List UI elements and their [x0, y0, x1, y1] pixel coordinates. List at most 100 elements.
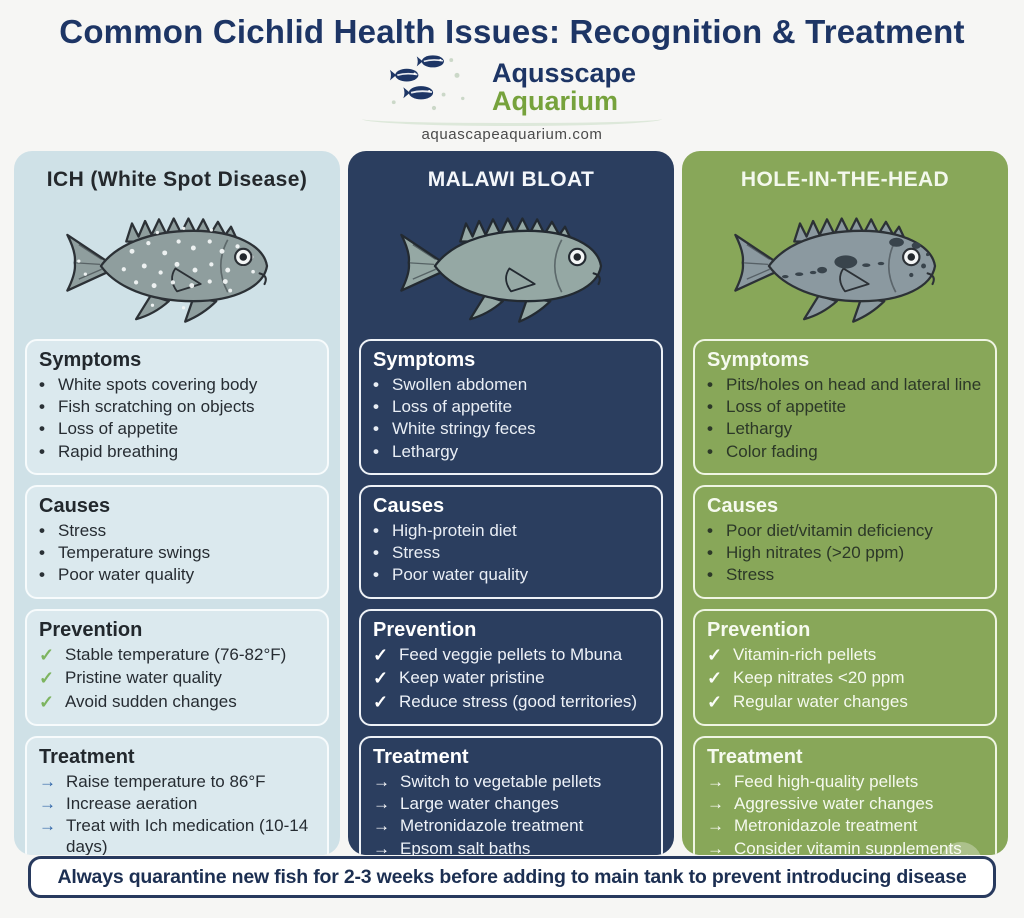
check-icon: ✓ [39, 644, 55, 665]
item-text: White stringy feces [392, 419, 536, 439]
item-text: Raise temperature to 86°F [66, 772, 266, 791]
section-symptoms: Symptoms • White spots covering body •Fish … [25, 339, 329, 475]
list-item: •Rapid breathing [39, 442, 315, 463]
list-item: •Loss of appetite [707, 397, 983, 418]
item-text: High nitrates (>20 ppm) [726, 543, 905, 563]
item-text: Lethargy [726, 419, 793, 439]
logo-brand-line1: Aqusscape [491, 57, 637, 88]
list-item: • Pits/holes on head and lateral line [707, 375, 983, 396]
item-text: Swollen abdomen [392, 375, 528, 394]
section-causes: Causes•Poor diet/vitamin deficiency•High… [693, 484, 997, 599]
check-icon: ✓ [39, 691, 55, 712]
list-item: •Fish scratching on objects [39, 397, 315, 418]
section-symptoms: Symptoms•Swollen abdomen•Loss of appetit… [359, 339, 663, 475]
section-heading: Prevention [707, 618, 811, 641]
arrow-icon: → [707, 794, 724, 814]
list-item: → Increase aeration [39, 794, 315, 815]
list-item: • Swollen abdomen [373, 375, 649, 396]
list-item: •Color fading [707, 442, 983, 463]
item-text: Stable temperature (76-82°F) [65, 644, 287, 664]
bullet-icon: • [373, 543, 379, 563]
section-prevention: Prevention✓Vitamin-rich pellets✓Keep nit… [693, 608, 997, 726]
arrow-icon: → [39, 816, 56, 836]
logo-brand-line2: Aquarium [491, 86, 618, 116]
item-text: High-protein diet [392, 520, 517, 540]
item-text: Reduce stress (good territories) [399, 691, 638, 711]
check-icon: ✓ [707, 691, 723, 712]
bullet-icon: • [39, 419, 45, 439]
check-icon: ✓ [373, 691, 389, 712]
section-heading: Causes [39, 494, 111, 517]
list-item: ✓Keep nitrates <20 ppm [707, 668, 983, 690]
list-item: ✓Pristine water quality [39, 668, 315, 690]
bullet-icon: • [39, 520, 45, 540]
check-icon: ✓ [707, 644, 723, 665]
bullet-icon: • [373, 375, 379, 394]
arrow-icon: → [39, 794, 56, 814]
arrow-icon: → [39, 772, 56, 791]
item-text: Temperature swings [58, 543, 211, 563]
item-text: Feed veggie pellets to Mbuna [399, 644, 623, 664]
list-item: ✓Vitamin-rich pellets [707, 645, 983, 667]
item-text: Metronidazole treatment [734, 816, 918, 836]
list-item: →Consider vitamin supplements [707, 839, 983, 855]
item-text: Treat with Ich medication (10-14 days) [66, 816, 309, 855]
bullet-icon: • [707, 375, 713, 394]
arrow-icon: → [373, 816, 390, 836]
item-text: Pristine water quality [65, 668, 222, 688]
item-text: Lethargy [392, 441, 459, 461]
item-text: Keep nitrates <20 ppm [733, 668, 905, 688]
list-item: → Raise temperature to 86°F [39, 772, 315, 793]
fish-icon [389, 68, 419, 81]
logo: Aqusscape Aquarium [0, 54, 1024, 126]
item-text: White spots covering body [58, 375, 258, 394]
footer-text: Always quarantine new fish for 2-3 weeks… [57, 865, 967, 888]
item-text: Pits/holes on head and lateral line [726, 375, 982, 394]
arrow-icon: → [373, 794, 390, 814]
footer-banner: Always quarantine new fish for 2-3 weeks… [28, 856, 996, 898]
check-icon: ✓ [373, 668, 389, 689]
section-symptoms: Symptoms • Pits/holes on head and lateral … [693, 339, 997, 475]
section-causes: Causes•High-protein diet•Stress•Poor wat… [359, 484, 663, 599]
list-item: ✓ Reduce stress (good territories) [373, 692, 649, 714]
list-item: •High-protein diet [373, 521, 649, 542]
item-text: Loss of appetite [392, 397, 513, 417]
bullet-icon: • [707, 565, 713, 585]
section-treatment: Treatment→Raise temperature to 86°F→Incr… [25, 736, 329, 855]
item-text: Feed high-quality pellets [734, 772, 919, 791]
fish-illustration-hole-in-the-head [693, 194, 997, 329]
item-text: Metronidazole treatment [400, 816, 584, 836]
item-text: Avoid sudden changes [65, 691, 237, 711]
columns-container: ICH (White Spot Disease) Symptoms • White s… [0, 143, 1024, 855]
section-heading: Prevention [39, 618, 143, 641]
section-heading: Treatment [373, 746, 469, 768]
item-text: Rapid breathing [58, 441, 179, 461]
bubble-icons [391, 57, 465, 110]
bullet-icon: • [707, 419, 713, 439]
arrow-icon: → [373, 838, 390, 855]
column-title: MALAWI BLOAT [427, 168, 595, 191]
fish-illustration-malawi-bloat [359, 194, 663, 329]
section-heading: Symptoms [707, 349, 810, 371]
list-item: →Metronidazole treatment [707, 816, 983, 837]
fish-icon [403, 85, 434, 99]
section-prevention: Prevention ✓ Stable temperature (76-82°F) ✓… [25, 608, 329, 726]
list-item: •Poor water quality [373, 565, 649, 586]
section-causes: Causes•Stress•Temperature swings•Poor wa… [25, 484, 329, 599]
bullet-icon: • [39, 375, 45, 394]
item-text: Color fading [726, 441, 818, 461]
column-title: HOLE-IN-THE-HEAD [740, 168, 950, 191]
bullet-icon: • [39, 543, 45, 563]
item-text: Regular water changes [733, 691, 908, 711]
column-title: ICH (White Spot Disease) [46, 168, 308, 191]
list-item: →Switch to vegetable pellets [373, 772, 649, 793]
arrow-icon: → [707, 838, 724, 855]
arrow-icon: → [707, 772, 724, 791]
list-item: •Lethargy [373, 442, 649, 463]
item-text: Poor diet/vitamin deficiency [726, 520, 933, 540]
section-heading: Symptoms [39, 349, 142, 371]
item-text: Increase aeration [66, 794, 198, 814]
fish-icon [416, 54, 444, 67]
logo-website: aquascapeaquarium.com [421, 126, 603, 143]
section-heading: Causes [373, 494, 445, 517]
